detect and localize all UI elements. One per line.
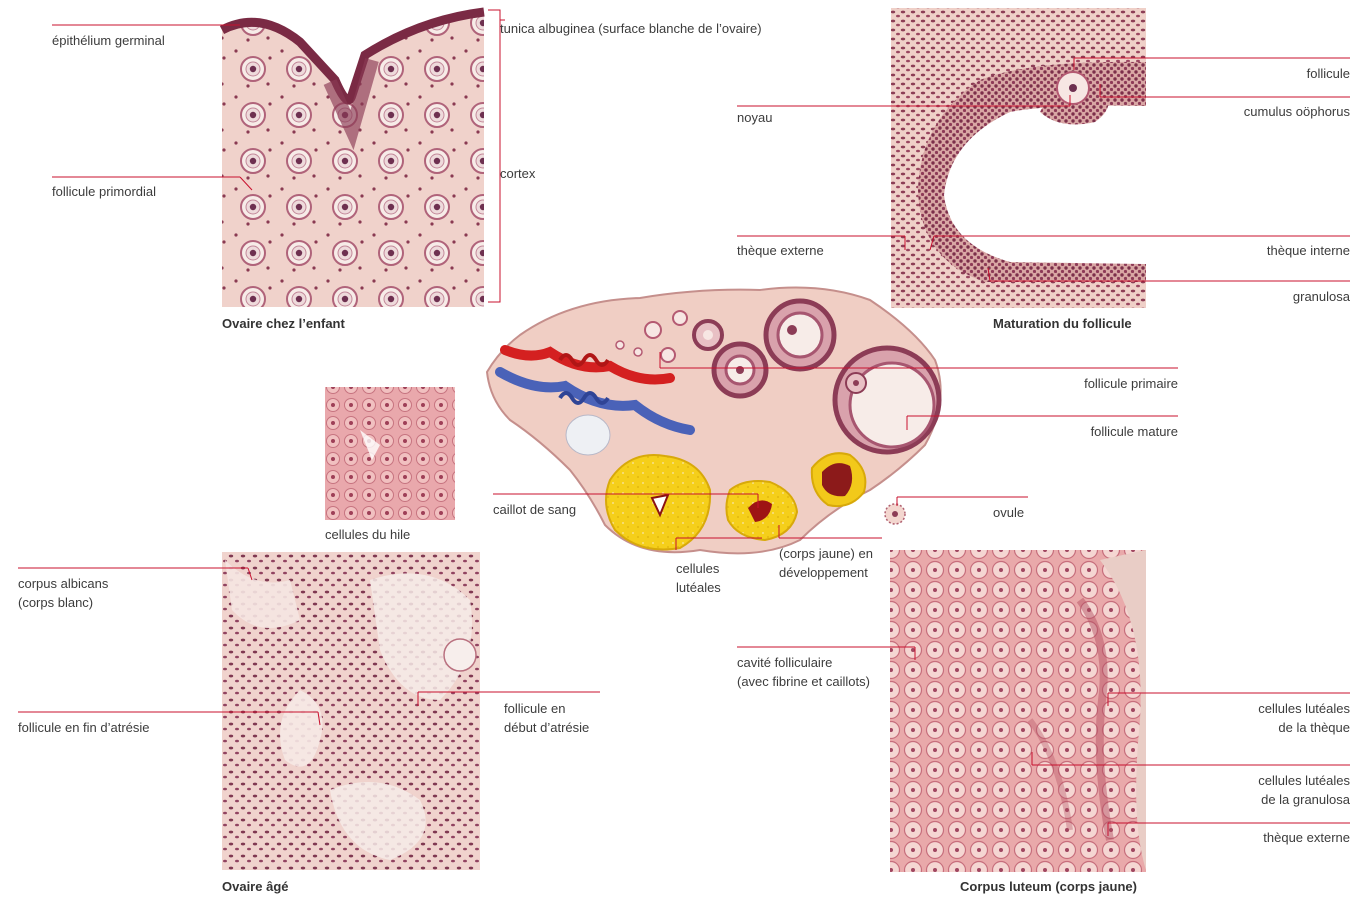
caption-child-ovary: Ovaire chez l’enfant (222, 316, 345, 331)
label-nucleus: noyau (737, 108, 772, 127)
follicle-maturation-image (891, 8, 1146, 308)
label-blood-clot: caillot de sang (493, 500, 576, 519)
label-cumulus-oophorus: cumulus oöphorus (1244, 102, 1350, 121)
label-late-atresia-follicle: follicule en fin d’atrésie (18, 718, 150, 737)
caption-follicle-maturation: Maturation du follicule (993, 316, 1132, 331)
label-corpus-albicans: corpus albicans (corps blanc) (18, 574, 108, 612)
label-granulosa-lutein-cells: cellules lutéales de la granulosa (1258, 771, 1350, 809)
label-developing-corpus-luteum: (corps jaune) en développement (779, 544, 873, 582)
label-luteal-cells: cellules lutéales (676, 559, 721, 597)
caption-aged-ovary: Ovaire âgé (222, 879, 289, 894)
label-theca-lutein-cells: cellules lutéales de la thèque (1258, 699, 1350, 737)
label-theca-externa-bottom: thèque externe (1263, 828, 1350, 847)
label-theca-interna: thèque interne (1267, 241, 1350, 260)
aged-ovary-image (222, 552, 480, 870)
hilus-cells-image (325, 387, 455, 520)
label-early-atresia-follicle: follicule en début d’atrésie (504, 699, 589, 737)
label-mature-follicle: follicule mature (1091, 422, 1178, 441)
label-follicle: follicule (1307, 64, 1350, 83)
caption-corpus-luteum: Corpus luteum (corps jaune) (960, 879, 1137, 894)
label-follicular-cavity: cavité folliculaire (avec fibrine et cai… (737, 653, 870, 691)
label-hilus-cells: cellules du hile (325, 525, 410, 544)
label-theca-externa-top: thèque externe (737, 241, 824, 260)
label-ovum: ovule (993, 503, 1024, 522)
child-ovary-image (222, 12, 484, 307)
label-granulosa: granulosa (1293, 287, 1350, 306)
label-primordial-follicle: follicule primordial (52, 182, 156, 201)
label-germinal-epithelium: épithélium germinal (52, 31, 165, 50)
label-primary-follicle: follicule primaire (1084, 374, 1178, 393)
label-cortex: cortex (500, 164, 535, 183)
label-tunica-albuginea: tunica albuginea (surface blanche de l’o… (500, 19, 762, 38)
